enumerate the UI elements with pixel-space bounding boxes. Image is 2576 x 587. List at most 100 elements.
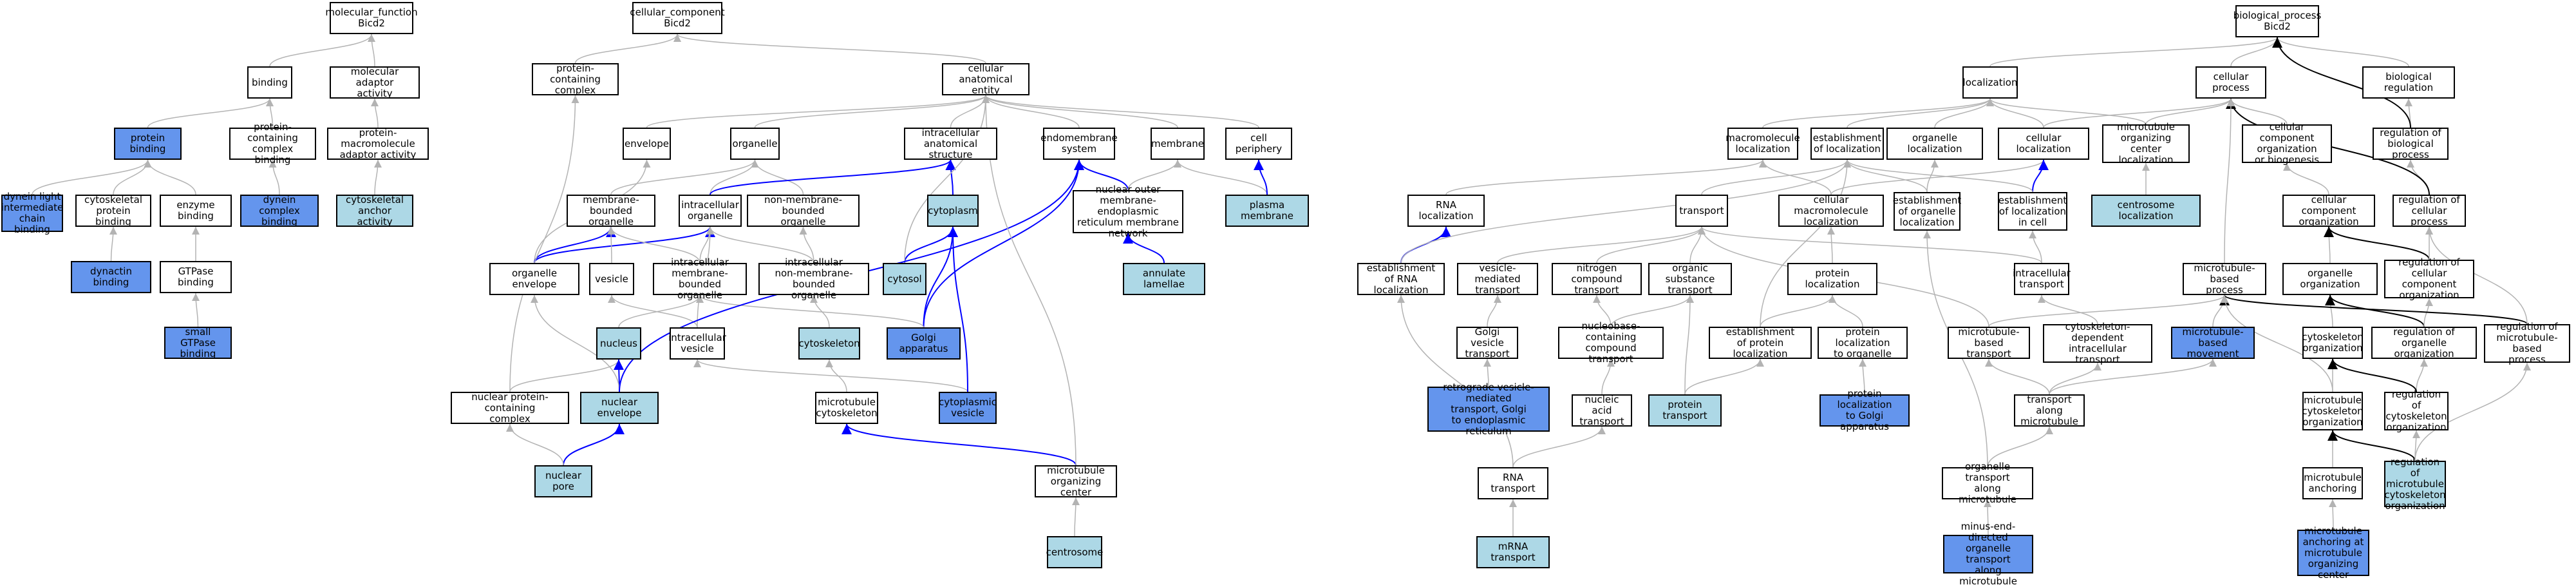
term-molecular-adaptor-activity[interactable]: molecular adaptor activity <box>330 66 420 99</box>
term-intracellular-organelle[interactable]: intracellular organelle <box>679 195 742 227</box>
term-endomembrane-system[interactable]: endomembrane system <box>1040 128 1118 160</box>
term-cellular-localization[interactable]: cellular localization <box>1998 128 2089 160</box>
term-microtubule-cytoskeleton[interactable]: microtubule cytoskeleton <box>815 392 878 424</box>
term-protein-localization-to-organelle[interactable]: protein localization to organelle <box>1818 326 1908 359</box>
term-organelle-envelope[interactable]: organelle envelope <box>489 263 579 295</box>
term-dynein-complex-binding[interactable]: dynein complex binding <box>240 194 319 227</box>
term-nucleobase-containing-compound-transport[interactable]: nucleobase-containing compound transport <box>1558 321 1664 365</box>
term-minus-end-directed-organelle-transport[interactable]: minus-end-directed organelle transport a… <box>1943 521 2033 587</box>
term-molecular-function-root[interactable]: molecular_function Bicd2 <box>325 2 418 34</box>
term-cellular-component-organization[interactable]: cellular component organization <box>2282 194 2375 227</box>
term-regulation-of-cytoskeleton-organization[interactable]: regulation of cytoskeleton organization <box>2384 389 2449 433</box>
term-protein-macromolecule-adaptor-activity[interactable]: protein-macromolecule adaptor activity <box>327 127 429 160</box>
term-non-membrane-bounded-organelle[interactable]: non-membrane-bounded organelle <box>747 194 860 227</box>
term-rna-transport[interactable]: RNA transport <box>1478 467 1548 499</box>
term-nucleus[interactable]: nucleus <box>596 327 641 360</box>
term-regulation-of-microtubule-cytoskeleton-organization[interactable]: regulation of microtubule cytoskeleton o… <box>2384 456 2446 512</box>
term-establishment-of-protein-localization[interactable]: establishment of protein localization <box>1709 326 1812 359</box>
term-biological-process-root[interactable]: biological_process Bicd2 <box>2233 5 2321 37</box>
term-intracellular-non-membrane-bounded-organelle[interactable]: intracellular non-membrane-bounded organ… <box>758 257 869 301</box>
term-envelope[interactable]: envelope <box>623 128 671 160</box>
term-establishment-of-organelle-localization[interactable]: establishment of organelle localization <box>1893 192 1961 231</box>
term-organelle[interactable]: organelle <box>730 128 780 160</box>
term-microtubule-based-movement[interactable]: microtubule-based movement <box>2171 326 2255 359</box>
term-macromolecule-localization[interactable]: macromolecule localization <box>1725 128 1800 160</box>
term-cellular-component-organization-or-biogenesis[interactable]: cellular component organization or bioge… <box>2242 122 2332 166</box>
term-cytoplasmic-vesicle[interactable]: cytoplasmic vesicle <box>939 392 997 424</box>
term-nuclear-outer-membrane-er-network[interactable]: nuclear outer membrane-endoplasmic retic… <box>1073 184 1183 239</box>
term-membrane-bounded-organelle[interactable]: membrane-bounded organelle <box>567 194 655 227</box>
term-intracellular-vesicle[interactable]: intracellular vesicle <box>668 327 726 360</box>
edge-transport-to-est_loc <box>1701 159 1851 195</box>
term-transport-along-microtubule[interactable]: transport along microtubule <box>2014 394 2085 427</box>
term-centrosome[interactable]: centrosome <box>1046 536 1103 568</box>
term-vesicle-mediated-transport[interactable]: vesicle-mediated transport <box>1457 262 1538 295</box>
term-cytoskeleton-dependent-intracellular-transport[interactable]: cytoskeleton-dependent intracellular tra… <box>2043 322 2152 365</box>
term-cytoplasm[interactable]: cytoplasm <box>927 195 979 227</box>
term-microtubule-organizing-center[interactable]: microtubule organizing center <box>1035 465 1117 497</box>
term-enzyme-binding[interactable]: enzyme binding <box>160 195 232 227</box>
term-centrosome-localization[interactable]: centrosome localization <box>2091 195 2201 227</box>
term-intracellular-anatomical-structure[interactable]: intracellular anatomical structure <box>904 127 997 160</box>
term-vesicle[interactable]: vesicle <box>589 263 634 295</box>
term-nucleic-acid-transport[interactable]: nucleic acid transport <box>1572 394 1632 427</box>
term-nuclear-protein-containing-complex[interactable]: nuclear protein-containing complex <box>451 391 569 424</box>
term-cytoskeleton-organization[interactable]: cytoskeleton organization <box>2302 327 2364 359</box>
term-cellular-anatomical-entity[interactable]: cellular anatomical entity <box>942 63 1029 95</box>
term-regulation-of-cellular-process[interactable]: regulation of cellular process <box>2393 194 2466 227</box>
term-dynein-light-intermediate-chain-binding[interactable]: dynein light intermediate chain binding <box>1 191 64 235</box>
term-membrane[interactable]: membrane <box>1151 128 1205 160</box>
term-protein-transport[interactable]: protein transport <box>1648 394 1722 427</box>
term-nuclear-pore[interactable]: nuclear pore <box>534 465 592 497</box>
term-gtpase-binding[interactable]: GTPase binding <box>160 261 232 293</box>
term-mtoc-localization[interactable]: microtubule organizing center localizati… <box>2102 122 2190 166</box>
term-cytosol[interactable]: cytosol <box>883 263 926 295</box>
term-cellular-macromolecule-localization[interactable]: cellular macromolecule localization <box>1778 194 1884 227</box>
term-regulation-of-microtubule-based-process[interactable]: regulation of microtubule-based process <box>2484 322 2570 365</box>
term-organelle-organization[interactable]: organelle organization <box>2282 263 2378 295</box>
term-cell-periphery[interactable]: cell periphery <box>1225 128 1292 160</box>
term-dynactin-binding[interactable]: dynactin binding <box>71 261 151 293</box>
term-regulation-of-biological-process[interactable]: regulation of biological process <box>2373 127 2449 160</box>
term-mrna-transport[interactable]: mRNA transport <box>1476 536 1550 568</box>
term-retrograde-vesicle-mediated-transport[interactable]: retrograde vesicle-mediated transport, G… <box>1427 381 1550 436</box>
term-protein-containing-complex[interactable]: protein-containing complex <box>532 63 619 95</box>
term-cytoskeletal-protein-binding[interactable]: cytoskeletal protein binding <box>75 194 151 227</box>
term-intracellular-membrane-bounded-organelle[interactable]: intracellular membrane-bounded organelle <box>653 257 747 301</box>
term-golgi-apparatus[interactable]: Golgi apparatus <box>887 327 961 360</box>
term-localization[interactable]: localization <box>1962 66 2018 99</box>
term-protein-binding[interactable]: protein binding <box>114 128 182 160</box>
term-biological-regulation[interactable]: biological regulation <box>2362 66 2455 99</box>
term-organelle-transport-along-microtubule[interactable]: organelle transport along microtubule <box>1942 461 2033 505</box>
term-organic-substance-transport[interactable]: organic substance transport <box>1648 262 1732 295</box>
term-cellular-component-root[interactable]: cellular_component Bicd2 <box>630 2 725 34</box>
term-regulation-of-organelle-organization[interactable]: regulation of organelle organization <box>2371 326 2477 359</box>
term-protein-localization-to-golgi-apparatus[interactable]: protein localization to Golgi apparatus <box>1819 389 1910 432</box>
term-golgi-vesicle-transport[interactable]: Golgi vesicle transport <box>1456 326 1518 359</box>
term-microtubule-based-transport[interactable]: microtubule-based transport <box>1948 326 2030 359</box>
term-microtubule-cytoskeleton-organization[interactable]: microtubule cytoskeleton organization <box>2302 392 2364 430</box>
term-microtubule-anchoring[interactable]: microtubule anchoring <box>2302 467 2363 499</box>
term-establishment-of-localization-in-cell[interactable]: establishment of localization in cell <box>1998 192 2067 231</box>
term-binding[interactable]: binding <box>247 66 292 99</box>
edge-nuc_env-to-organelle_env <box>531 294 620 392</box>
term-establishment-of-rna-localization[interactable]: establishment of RNA localization <box>1357 262 1445 295</box>
term-nuclear-envelope[interactable]: nuclear envelope <box>580 392 659 424</box>
term-intracellular-transport[interactable]: intracellular transport <box>2013 263 2071 295</box>
term-protein-localization[interactable]: protein localization <box>1787 263 1877 295</box>
term-nitrogen-compound-transport[interactable]: nitrogen compound transport <box>1552 262 1642 295</box>
term-transport[interactable]: transport <box>1675 195 1728 227</box>
term-cytoskeletal-anchor-activity[interactable]: cytoskeletal anchor activity <box>336 194 413 227</box>
term-cytoskeleton[interactable]: cytoskeleton <box>798 327 860 360</box>
term-protein-containing-complex-binding[interactable]: protein-containing complex binding <box>229 122 316 166</box>
term-establishment-of-localization[interactable]: establishment of localization <box>1810 128 1884 160</box>
term-microtubule-based-process[interactable]: microtubule-based process <box>2183 262 2266 295</box>
term-rna-localization[interactable]: RNA localization <box>1407 195 1485 227</box>
term-annulate-lamellae[interactable]: annulate lamellae <box>1123 263 1205 295</box>
term-plasma-membrane[interactable]: plasma membrane <box>1225 195 1309 227</box>
term-cellular-process[interactable]: cellular process <box>2195 66 2266 99</box>
term-organelle-localization[interactable]: organelle localization <box>1886 128 1983 160</box>
term-small-gtpase-binding[interactable]: small GTPase binding <box>164 326 232 359</box>
term-microtubule-anchoring-at-mtoc[interactable]: microtubule anchoring at microtubule org… <box>2297 525 2369 580</box>
term-regulation-of-cellular-component-organization[interactable]: regulation of cellular component organiz… <box>2384 257 2474 301</box>
